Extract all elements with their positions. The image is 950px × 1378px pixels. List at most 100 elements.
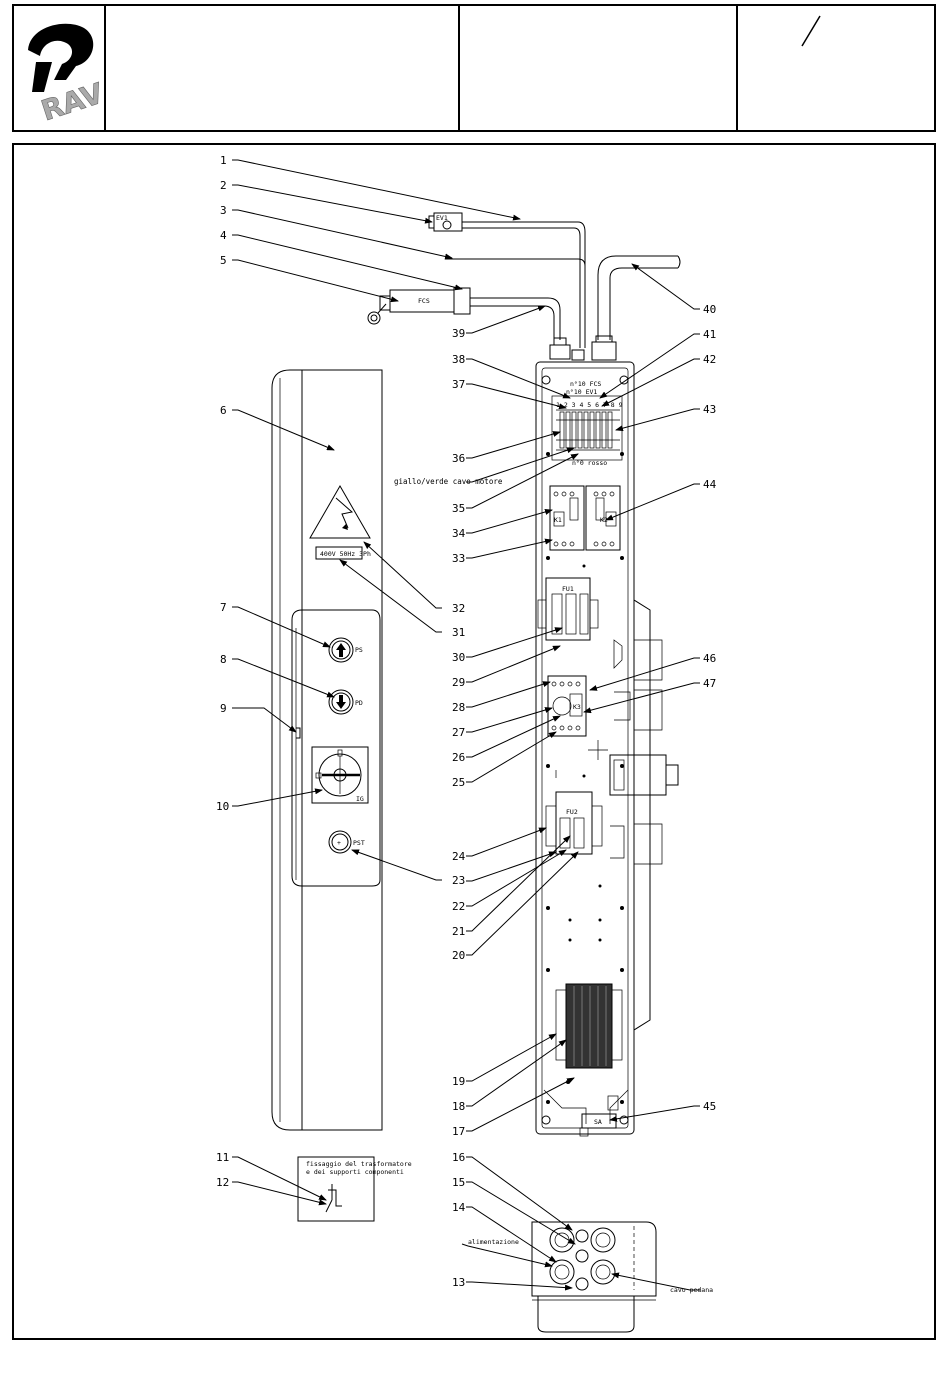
callout-31: 31 [452, 626, 465, 639]
callout-13: 13 [452, 1276, 465, 1289]
terminal-strip [559, 411, 613, 449]
callout-41: 41 [703, 328, 716, 341]
fcs-label: FCS [418, 297, 430, 305]
callout-3: 3 [220, 204, 227, 217]
callout-36: 36 [452, 452, 465, 465]
fcs-switch: FCS [367, 287, 471, 325]
callout-43: 43 [703, 403, 716, 416]
ps-label: PS [355, 646, 363, 654]
callout-29: 29 [452, 676, 465, 689]
callout-46: 46 [703, 652, 716, 665]
callout-12: 12 [216, 1176, 229, 1189]
k2-label: K2 [600, 516, 608, 524]
callout-33: 33 [452, 552, 465, 565]
alimentazione-label: alimentazione [468, 1238, 519, 1246]
callout-20: 20 [452, 949, 465, 962]
logo-cell: RAV [14, 6, 106, 130]
cover-panel: 400V 50Hz 3Ph PS PD IG + PST [271, 369, 383, 1131]
callout-2: 2 [220, 179, 227, 192]
relay-k3: K3 [547, 675, 587, 737]
giallo-verde-label: giallo/verde cavo motore [394, 477, 503, 486]
up-button [328, 637, 354, 663]
callout-45: 45 [703, 1100, 716, 1113]
callout-27: 27 [452, 726, 465, 739]
down-button [328, 689, 354, 715]
callout-28: 28 [452, 701, 465, 714]
callout-32: 32 [452, 602, 465, 615]
callout-47: 47 [703, 677, 716, 690]
svg-text:+: + [337, 839, 341, 847]
fixing-detail: fissaggio del trasformatore e dei suppor… [297, 1156, 412, 1222]
callout-25: 25 [452, 776, 465, 789]
callout-24: 24 [452, 850, 466, 863]
sa-label: SA [594, 1118, 602, 1126]
main-switch [311, 746, 369, 804]
n10-fcs-label: n°10 FCS [570, 380, 601, 388]
ev1-valve: EV1 [428, 212, 463, 232]
callout-15: 15 [452, 1176, 465, 1189]
callout-26: 26 [452, 751, 465, 764]
callout-11: 11 [216, 1151, 229, 1164]
callout-44: 44 [703, 478, 717, 491]
callout-40: 40 [703, 303, 716, 316]
fuse-fu1: FU1 [537, 577, 599, 641]
callout-1: 1 [220, 154, 227, 167]
ig-label: IG [356, 795, 364, 803]
fissaggio-line-2: e dei supporti componenti [306, 1168, 404, 1176]
rosso-label: n°0 rosso [572, 459, 607, 467]
fissaggio-line-1: fissaggio del trasformatore [306, 1160, 412, 1168]
callout-7: 7 [220, 601, 227, 614]
callout-37: 37 [452, 378, 465, 391]
fu2-label: FU2 [566, 808, 578, 816]
n10-ev1-label: n°10 EV1 [566, 388, 597, 396]
drawing-number-cell [460, 6, 738, 130]
callout-numbers: 1 2 3 4 5 6 7 8 9 10 11 12 13 14 15 16 1… [216, 154, 717, 1289]
callout-5: 5 [220, 254, 227, 267]
arrow-up-icon [336, 643, 346, 657]
main-enclosure: n°10 FCS n°10 EV1 n°0 rosso 1 2 3 4 5 6 … [535, 335, 679, 1137]
pst-label: PST [353, 839, 365, 847]
fuse-fu2: FU2 [545, 791, 603, 855]
callout-4: 4 [220, 229, 227, 242]
pd-label: PD [355, 699, 363, 707]
callout-9: 9 [220, 702, 227, 715]
revision-slash [801, 15, 821, 47]
button-pad [291, 609, 381, 887]
callout-10: 10 [216, 800, 229, 813]
callout-21: 21 [452, 925, 465, 938]
callout-16: 16 [452, 1151, 465, 1164]
callout-6: 6 [220, 404, 227, 417]
callout-8: 8 [220, 653, 227, 666]
callout-42: 42 [703, 353, 716, 366]
fu1-label: FU1 [562, 585, 574, 593]
voltage-label: 400V 50Hz 3Ph [320, 550, 371, 558]
transformer [555, 983, 623, 1069]
callout-18: 18 [452, 1100, 465, 1113]
revision-cell [738, 6, 934, 130]
callout-30: 30 [452, 651, 465, 664]
bottom-view: alimentazione cavo pedana [468, 1221, 713, 1333]
k1-label: K1 [554, 516, 562, 524]
drawing-frame [12, 143, 936, 1340]
leader-lines [232, 159, 700, 1291]
callout-17: 17 [452, 1125, 465, 1138]
callout-34: 34 [452, 527, 466, 540]
voltage-plate [315, 546, 363, 560]
callout-14: 14 [452, 1201, 466, 1214]
callout-22: 22 [452, 900, 465, 913]
callout-23: 23 [452, 874, 465, 887]
callout-19: 19 [452, 1075, 465, 1088]
title-block: RAV [12, 4, 936, 132]
cables-top [445, 221, 681, 348]
terminal-numbers: 1 2 3 4 5 6 7 8 9 [556, 401, 623, 409]
contactors-k1-k2: K1 K2 [549, 485, 621, 551]
k3-label: K3 [573, 703, 581, 711]
warning-triangle-icon [309, 484, 371, 539]
title-cell [106, 6, 460, 130]
ev1-label: EV1 [436, 214, 448, 222]
emergency-button [328, 830, 352, 854]
callout-35: 35 [452, 502, 465, 515]
callout-39: 39 [452, 327, 465, 340]
arrow-down-icon [336, 695, 346, 709]
